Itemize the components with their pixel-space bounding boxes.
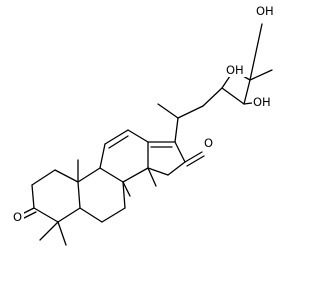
bond-line xyxy=(31,184,35,209)
atom-o-ketone-left: O xyxy=(12,209,24,224)
atom-label-o-ketone-right: O xyxy=(204,136,213,150)
bond-line xyxy=(221,75,231,89)
bond-line xyxy=(99,167,124,183)
molecule-structure-canvas: OH OH OH O O xyxy=(12,3,277,246)
bond-line xyxy=(127,129,149,143)
bond-line xyxy=(57,221,67,246)
bond-line xyxy=(184,151,203,163)
bond-line xyxy=(77,181,81,209)
bond-line xyxy=(104,129,129,145)
bond-line xyxy=(177,105,204,119)
atom-label-oh-upper: OH xyxy=(226,63,244,77)
atom-oh-lower: OH xyxy=(252,94,274,109)
bond-line xyxy=(39,221,59,241)
atom-labels: OH OH OH O O xyxy=(12,3,277,224)
bond-line xyxy=(249,69,273,81)
bond-line xyxy=(23,211,37,219)
bond-line xyxy=(167,161,186,176)
bond-line xyxy=(221,87,245,105)
bond-line xyxy=(108,135,129,149)
atom-oh-top: OH xyxy=(255,3,277,18)
bond-line xyxy=(243,79,251,105)
bond-line xyxy=(243,102,253,105)
bond-line xyxy=(147,167,157,187)
bond-line xyxy=(77,167,101,183)
atom-o-ketone-right: O xyxy=(203,135,215,150)
bond-line xyxy=(249,23,263,81)
bond-line xyxy=(33,207,59,223)
bond-line xyxy=(101,207,126,223)
bond-line xyxy=(122,181,131,197)
atom-label-oh-lower: OH xyxy=(253,95,271,109)
bond-line xyxy=(202,87,223,107)
atom-oh-upper: OH xyxy=(225,62,247,77)
bond-line xyxy=(147,167,169,176)
bond-line xyxy=(174,141,186,163)
atom-label-o-ketone-left: O xyxy=(13,210,22,224)
bond-line xyxy=(57,207,81,223)
bond-line xyxy=(157,103,179,119)
bond-line xyxy=(174,117,179,143)
bond-lines xyxy=(21,23,273,246)
bond-line xyxy=(79,207,103,223)
bond-line xyxy=(99,143,106,169)
bond-line xyxy=(122,181,126,209)
bond-line xyxy=(31,169,56,186)
bond-line xyxy=(54,169,79,183)
bond-line xyxy=(186,155,205,167)
atom-label-oh-top: OH xyxy=(256,4,274,18)
bond-line xyxy=(122,167,149,183)
